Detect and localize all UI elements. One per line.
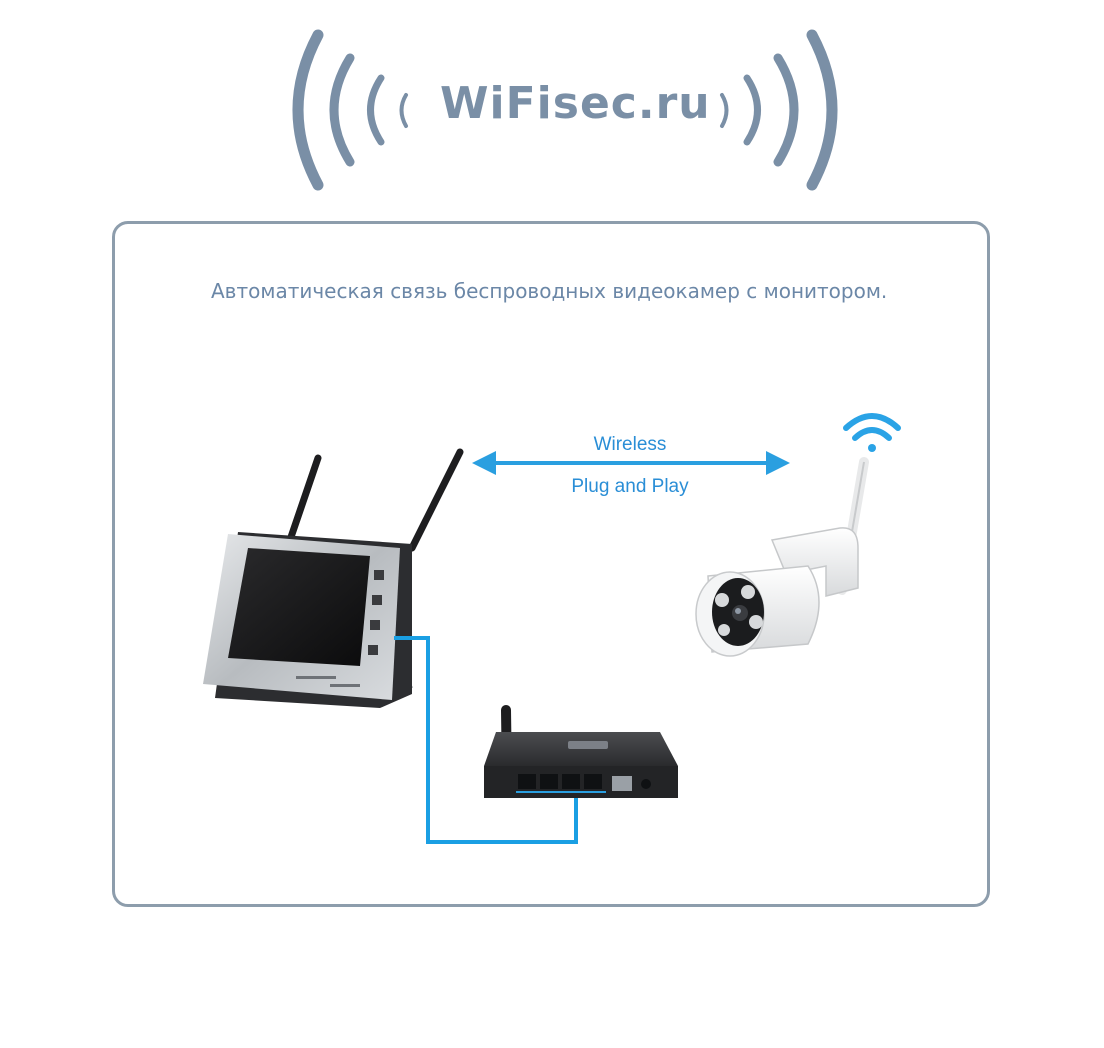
wifi-camera-icon [695, 457, 869, 657]
caption: Автоматическая связь беспроводных видеок… [211, 279, 888, 303]
logo: WiFisec.ru [0, 0, 1104, 210]
wifi-signal-icon [843, 413, 901, 452]
link-label-wireless: Wireless [593, 434, 667, 455]
link-label-plug-and-play: Plug and Play [571, 476, 689, 497]
nvr-monitor-icon [203, 448, 464, 708]
ethernet-cable [394, 636, 578, 844]
radio-waves-icon [292, 29, 838, 191]
router-icon [484, 705, 678, 798]
wireless-link-arrow [472, 451, 790, 475]
logo-text: WiFisec.ru [440, 78, 711, 129]
